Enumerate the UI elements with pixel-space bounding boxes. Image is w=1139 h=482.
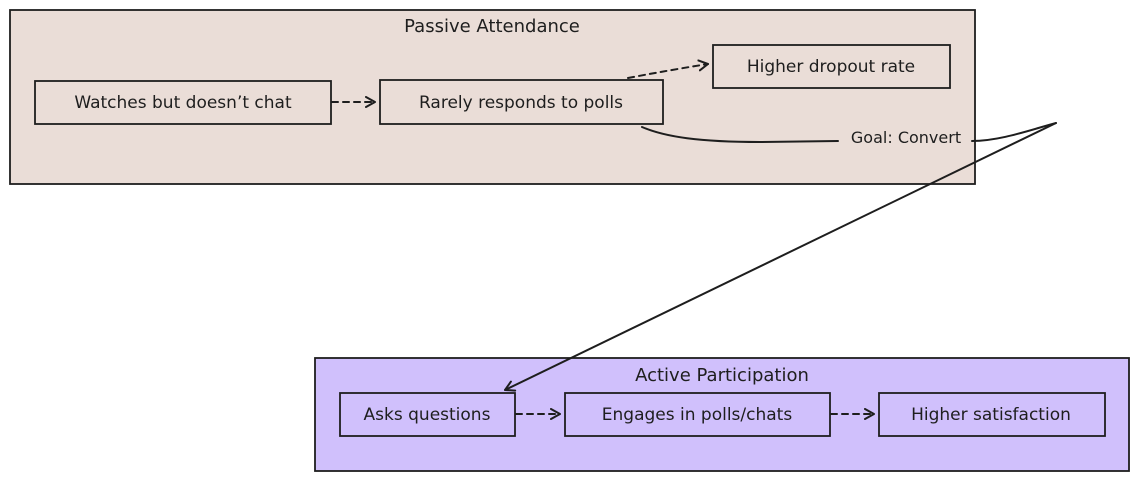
group-active-title: Active Participation <box>635 365 809 386</box>
edges <box>331 59 1057 420</box>
group-active-participation: Active Participation <box>314 357 1130 472</box>
node-watches: Watches but doesn’t chat <box>34 80 332 125</box>
node-satisfaction-box <box>878 392 1106 437</box>
group-passive-attendance: Passive Attendance <box>9 9 976 185</box>
node-satisfaction: Higher satisfaction <box>878 392 1106 437</box>
node-engages: Engages in polls/chats <box>564 392 831 437</box>
node-dropout-box <box>712 44 951 89</box>
node-asks-label: Asks questions <box>364 405 491 425</box>
node-satisfaction-label: Higher satisfaction <box>911 405 1071 425</box>
node-watches-label: Watches but doesn’t chat <box>74 93 292 113</box>
node-dropout: Higher dropout rate <box>712 44 951 89</box>
node-engages-label: Engages in polls/chats <box>602 405 793 425</box>
node-asks: Asks questions <box>339 392 516 437</box>
node-polls-box <box>379 79 664 125</box>
edge-convert-curve <box>641 126 839 144</box>
node-engages-box <box>564 392 831 437</box>
group-passive-background <box>9 9 976 185</box>
node-dropout-label: Higher dropout rate <box>747 57 915 77</box>
node-polls-label: Rarely responds to polls <box>419 93 623 113</box>
node-watches-box <box>34 80 332 125</box>
node-asks-box <box>339 392 516 437</box>
edge-convert-hook <box>971 122 1057 142</box>
edge-convert-to-asks <box>504 122 1057 392</box>
group-active-background <box>314 357 1130 472</box>
edge-label-goal-convert: Goal: Convert <box>851 128 961 147</box>
group-passive-title: Passive Attendance <box>404 16 580 37</box>
node-polls: Rarely responds to polls <box>379 79 664 125</box>
